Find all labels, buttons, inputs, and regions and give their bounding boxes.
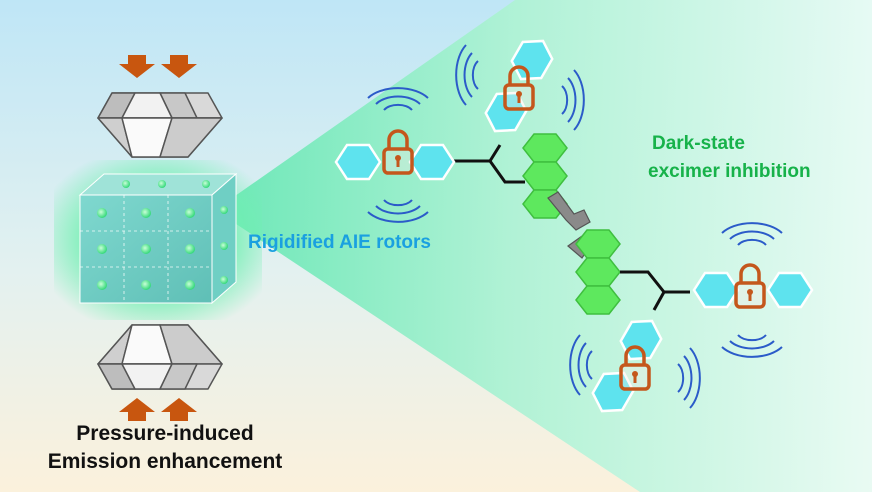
pressure-caption-line2: Emission enhancement (47, 450, 283, 473)
up-arrow-icon (119, 398, 197, 421)
crystal-cube-icon (78, 172, 238, 305)
excimer-caption: Dark-state excimer inhibition (648, 130, 868, 186)
pressure-caption-line1: Pressure-induced (76, 422, 254, 445)
rotor-caption: Rigidified AIE rotors (248, 232, 431, 253)
excimer-caption-line2: excimer inhibition (648, 161, 811, 182)
pressure-caption: Pressure-induced Emission enhancement (0, 420, 330, 476)
excimer-stack-lower (575, 229, 621, 315)
aie-molecule-upper (334, 31, 585, 223)
excimer-caption-line1: Dark-state (652, 133, 745, 154)
emission-beam (215, 0, 872, 492)
diamond-anvil-icon (97, 324, 223, 390)
diamond-anvil-icon (97, 92, 223, 158)
aie-molecule-lower (569, 222, 814, 421)
down-arrow-icon (119, 55, 197, 78)
